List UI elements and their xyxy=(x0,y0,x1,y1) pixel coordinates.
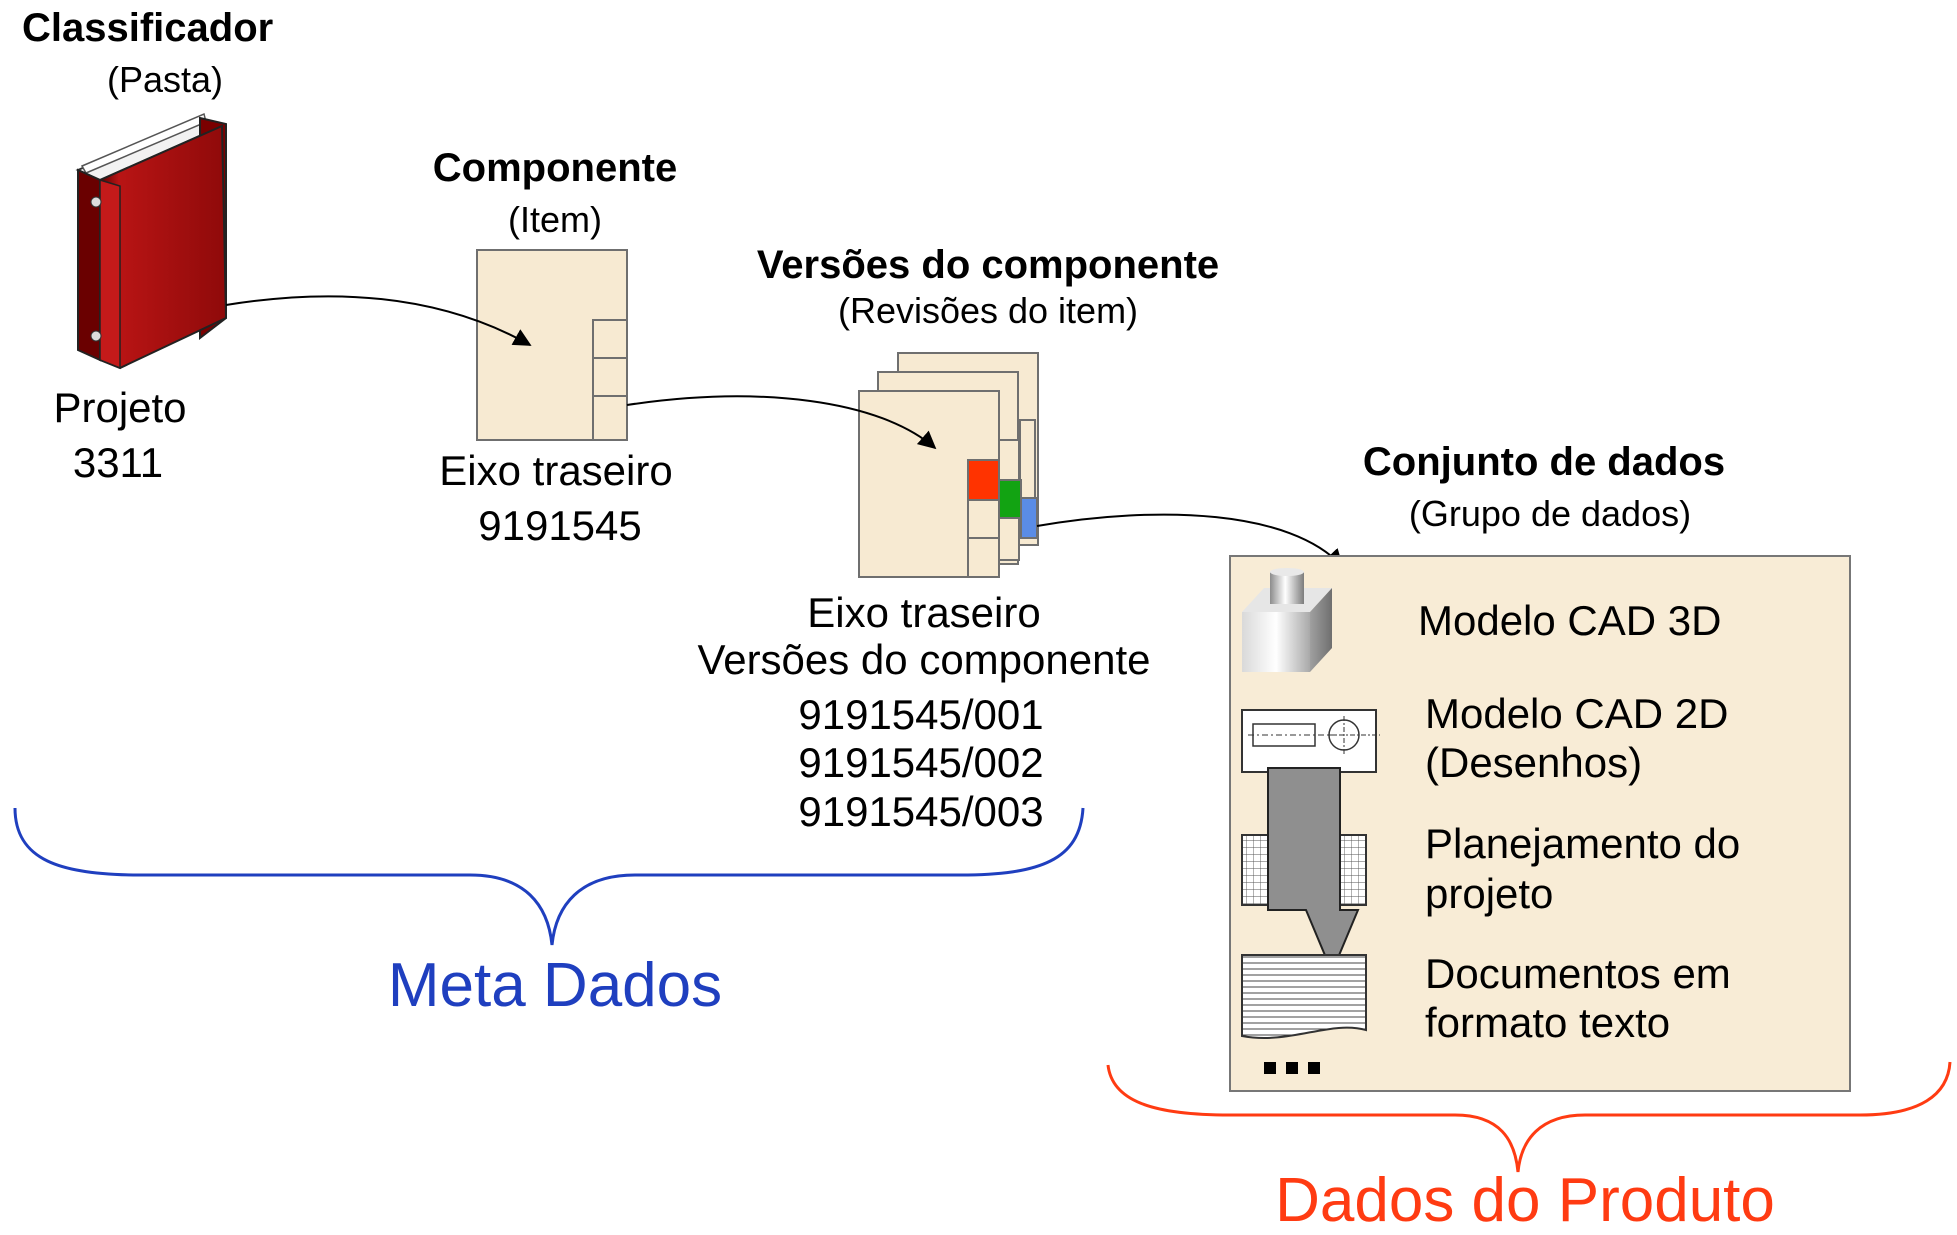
meta-data-label: Meta Dados xyxy=(387,951,723,1020)
versions-name-line1: Eixo traseiro xyxy=(807,589,1041,636)
versions-title: Versões do componente xyxy=(756,243,1220,287)
version-list-item: 9191545/001 xyxy=(798,691,1044,738)
versions-subtitle: (Revisões do item) xyxy=(837,290,1139,331)
meta-data-brace xyxy=(13,807,1085,946)
arrow-binder-to-component xyxy=(225,295,532,346)
dataset-item-cad2d-line1: Modelo CAD 2D xyxy=(1425,690,1729,737)
solid-model-icon xyxy=(1242,568,1332,672)
product-data-label: Dados do Produto xyxy=(1275,1166,1775,1235)
dataset-item-docs-line1: Documentos em xyxy=(1425,950,1731,997)
dataset-item-plan-line1: Planejamento do xyxy=(1425,820,1741,867)
arrow-versions-to-dataset xyxy=(1036,513,1344,568)
component-title: Componente xyxy=(432,146,678,190)
down-arrow-icon xyxy=(1267,767,1360,975)
binder-icon xyxy=(75,112,228,370)
dataset-item-cad3d: Modelo CAD 3D xyxy=(1418,597,1722,644)
component-name-line1: Eixo traseiro xyxy=(439,447,673,494)
version-list-item: 9191545/003 xyxy=(798,788,1044,835)
text-document-icon xyxy=(1241,954,1367,1039)
dataset-item-plan-line2: projeto xyxy=(1425,870,1554,917)
ellipsis-icon xyxy=(1264,1062,1320,1074)
dataset-subtitle: (Grupo de dados) xyxy=(1408,493,1692,534)
dataset-item-docs-line2: formato texto xyxy=(1425,999,1671,1046)
classifier-name-line1: Projeto xyxy=(53,384,187,431)
dataset-title: Conjunto de dados xyxy=(1362,440,1726,484)
classifier-name-line2: 3311 xyxy=(72,439,164,486)
arrow-component-to-versions xyxy=(626,395,937,450)
versions-name-line2: Versões do componente xyxy=(697,636,1151,683)
classifier-title: Classificador xyxy=(22,6,274,50)
component-subtitle: (Item) xyxy=(508,199,602,240)
dataset-item-cad2d-line2: (Desenhos) xyxy=(1425,739,1643,786)
product-data-brace xyxy=(1106,1061,1952,1173)
version-stack-icon xyxy=(858,352,1039,578)
component-name-line2: 9191545 xyxy=(478,502,642,549)
component-card-icon xyxy=(476,249,628,441)
drawing-icon xyxy=(1241,709,1380,773)
version-list-item: 9191545/002 xyxy=(798,739,1044,786)
classifier-subtitle: (Pasta) xyxy=(106,59,224,100)
